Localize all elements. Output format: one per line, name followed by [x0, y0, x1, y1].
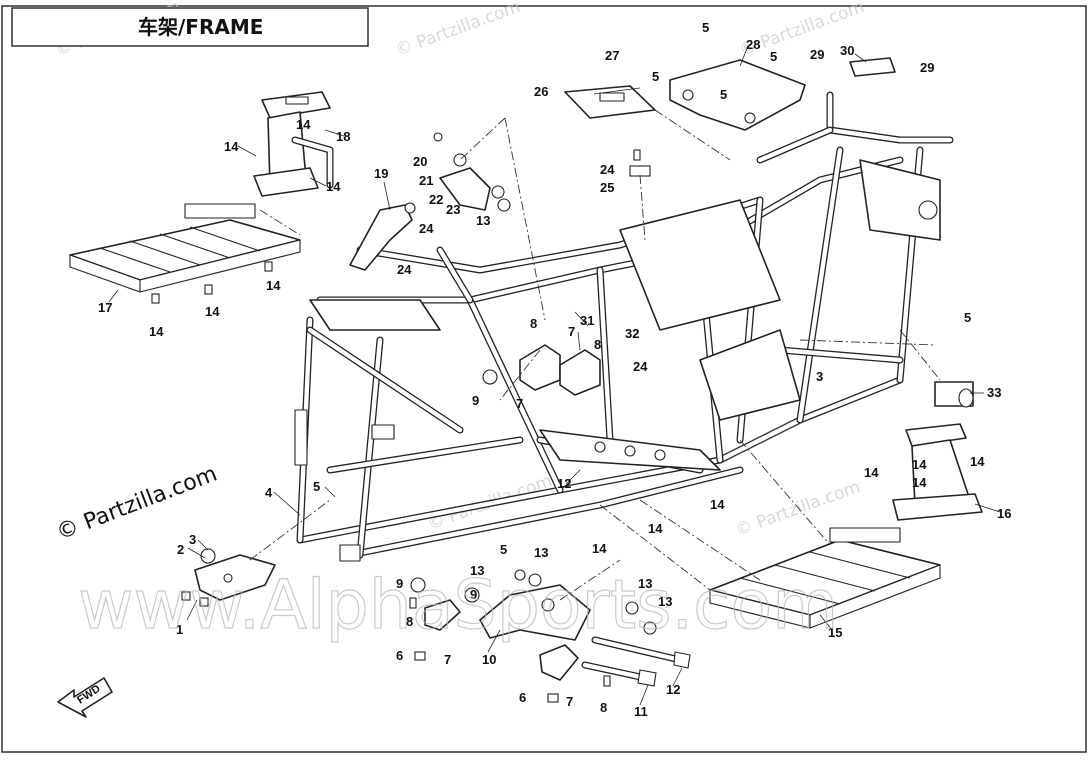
callout-22: 22: [429, 192, 443, 207]
callout-24: 24: [419, 221, 434, 236]
callout-14: 14: [149, 324, 164, 339]
callout-6: 6: [519, 690, 526, 705]
callout-8: 8: [530, 316, 537, 331]
callout-13: 13: [534, 545, 548, 560]
callout-28: 28: [746, 37, 760, 52]
callout-8: 8: [600, 700, 607, 715]
callout-5: 5: [720, 87, 727, 102]
callout-14: 14: [592, 541, 607, 556]
callout-16: 16: [997, 506, 1011, 521]
callout-9: 9: [396, 576, 403, 591]
forward-direction-arrow: FWD: [57, 677, 113, 718]
title-frame: [11, 7, 369, 47]
callout-14: 14: [912, 475, 927, 490]
callout-13: 13: [638, 576, 652, 591]
callout-12: 12: [557, 476, 571, 491]
callout-3: 3: [816, 369, 823, 384]
front-arm-bracket: [181, 548, 276, 607]
callout-24: 24: [633, 359, 648, 374]
fwd-arrow-icon: [57, 677, 113, 718]
callout-5: 5: [964, 310, 971, 325]
callout-3: 3: [189, 532, 196, 547]
callout-14: 14: [266, 278, 281, 293]
diagram-border: [1, 5, 1087, 753]
callout-10: 10: [482, 652, 496, 667]
callout-numbers: 1 2 3 3 4 5 5 5 5 5 5 5 6 6 7 7 7 7 8 8 …: [98, 20, 1011, 719]
callout-30: 30: [840, 43, 854, 58]
callout-5: 5: [770, 49, 777, 64]
callout-leader-lines: [108, 45, 1001, 706]
main-frame: [294, 91, 954, 562]
callout-13: 13: [470, 563, 484, 578]
callout-32: 32: [625, 326, 639, 341]
callout-6: 6: [396, 648, 403, 663]
callout-31: 31: [580, 313, 594, 328]
callout-2: 2: [177, 542, 184, 557]
callout-25: 25: [600, 180, 614, 195]
callout-5: 5: [652, 69, 659, 84]
callout-9: 9: [470, 587, 477, 602]
callout-12: 12: [666, 682, 680, 697]
title-box: 车架/FRAME: [11, 7, 369, 47]
callout-29: 29: [810, 47, 824, 62]
callout-13: 13: [658, 594, 672, 609]
callout-8: 8: [406, 614, 413, 629]
callout-14: 14: [296, 117, 311, 132]
callout-14: 14: [648, 521, 663, 536]
callout-7: 7: [566, 694, 573, 709]
callout-33: 33: [987, 385, 1001, 400]
callout-5: 5: [500, 542, 507, 557]
callout-24: 24: [600, 162, 615, 177]
callout-27: 27: [605, 48, 619, 63]
callout-5: 5: [313, 479, 320, 494]
callout-19: 19: [374, 166, 388, 181]
callout-14: 14: [326, 179, 341, 194]
callout-29: 29: [920, 60, 934, 75]
callout-20: 20: [413, 154, 427, 169]
callout-23: 23: [446, 202, 460, 217]
rear-carrier-15-16: [709, 423, 983, 629]
callout-14: 14: [710, 497, 725, 512]
callout-24: 24: [397, 262, 412, 277]
assembly-dash-lines: [249, 109, 941, 601]
callout-14: 14: [912, 457, 927, 472]
callout-21: 21: [419, 173, 433, 188]
front-carrier-17-18: [69, 91, 334, 304]
rear-upper-brackets: [564, 57, 974, 408]
callout-13: 13: [476, 213, 490, 228]
callout-8: 8: [594, 337, 601, 352]
callout-1: 1: [176, 622, 183, 637]
engine-mounts: [409, 344, 611, 703]
callout-26: 26: [534, 84, 548, 99]
callout-7: 7: [568, 324, 575, 339]
page-title: 车架/FRAME: [138, 15, 263, 39]
partzilla-watermark: © Partzilla.com: [393, 0, 523, 61]
callout-14: 14: [224, 139, 239, 154]
callout-15: 15: [828, 625, 842, 640]
callout-14: 14: [864, 465, 879, 480]
side-bracket-19: [349, 132, 651, 271]
alphasports-watermark: www.AlphaSports.com: [78, 566, 838, 645]
callout-4: 4: [265, 485, 273, 500]
callout-14: 14: [970, 454, 985, 469]
callout-7: 7: [516, 396, 523, 411]
callout-14: 14: [205, 304, 220, 319]
callout-11: 11: [634, 704, 648, 719]
callout-9: 9: [472, 393, 479, 408]
callout-17: 17: [98, 300, 112, 315]
callout-7: 7: [444, 652, 451, 667]
callout-18: 18: [336, 129, 350, 144]
callout-5: 5: [702, 20, 709, 35]
